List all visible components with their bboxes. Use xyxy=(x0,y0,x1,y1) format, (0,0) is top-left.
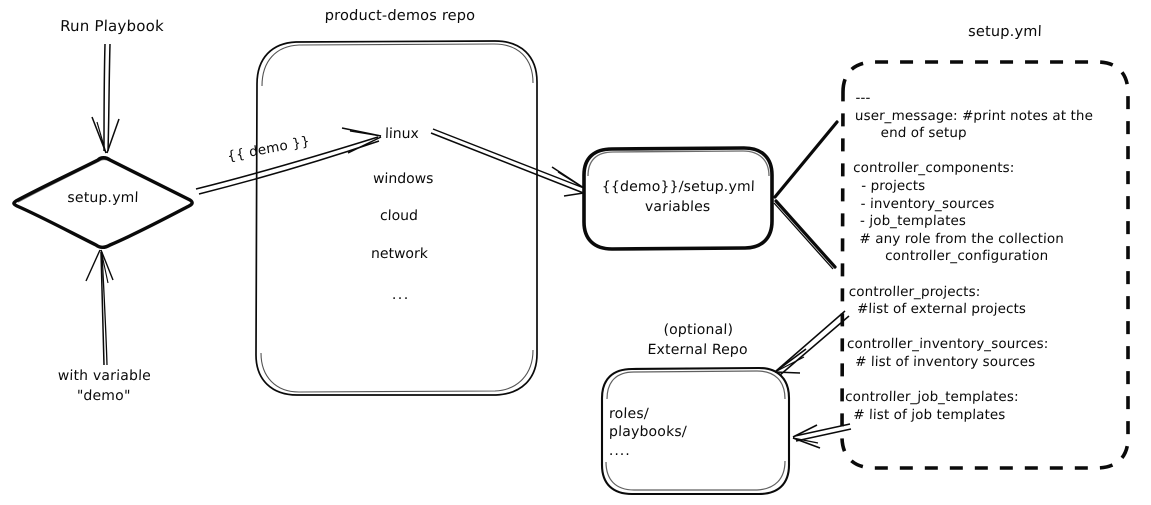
arrow-controller-job-templates-to-external-repo xyxy=(792,423,852,449)
external-repo-item-roles: roles/ xyxy=(608,406,650,422)
external-repo-title: (optional) External Repo xyxy=(647,322,749,359)
arrow-with-variable-to-setup xyxy=(85,249,114,366)
product-demos-repo-title: product-demos repo xyxy=(324,8,476,24)
demo-setup-variables-box[interactable] xyxy=(582,146,774,251)
external-repo-item-playbooks: playbooks/ xyxy=(608,424,688,440)
setup-yml-diamond-shape[interactable] xyxy=(12,156,194,249)
repo-item-windows: windows xyxy=(372,171,434,187)
arrow-controller-projects-to-external-repo xyxy=(774,310,850,376)
edge-setupyml-to-variables-upper xyxy=(773,120,839,199)
setup-yml-file-content: --- user_message: #print notes at the en… xyxy=(844,90,1094,423)
repo-item-cloud: cloud xyxy=(379,208,419,224)
repo-item-linux: linux xyxy=(384,126,420,142)
setup-yml-file-dashed-box[interactable] xyxy=(840,60,1130,470)
edge-setupyml-to-variables-lower xyxy=(773,199,837,270)
product-demos-repo-box[interactable] xyxy=(255,40,538,396)
with-variable-label: with variable "demo" xyxy=(57,368,152,404)
arrow-setup-to-linux xyxy=(195,127,382,195)
setup-yml-diamond-label: setup.yml xyxy=(67,190,139,206)
demo-setup-variables-label: {{demo}}/setup.yml variables xyxy=(601,179,756,216)
repo-item-ellipsis: ... xyxy=(391,287,411,303)
external-repo-item-ellipsis: .... xyxy=(608,443,632,459)
external-repo-box[interactable] xyxy=(600,366,791,496)
arrow-run-playbook-to-setup xyxy=(91,43,120,154)
setup-yml-file-title: setup.yml xyxy=(967,24,1043,40)
repo-item-network: network xyxy=(370,246,429,262)
run-playbook-label: Run Playbook xyxy=(59,17,165,35)
